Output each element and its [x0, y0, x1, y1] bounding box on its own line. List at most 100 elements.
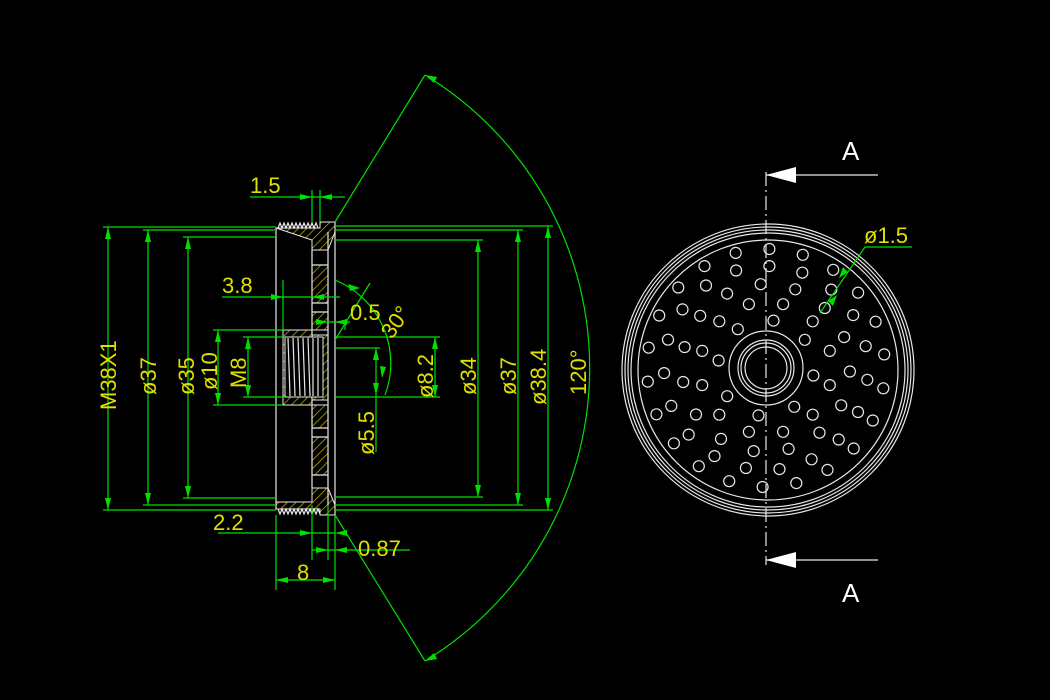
perforation-hole — [767, 314, 780, 327]
front-view: A A ø1.5 — [621, 136, 915, 608]
perforation-hole — [742, 425, 756, 438]
dim-dia-10: ø10 — [197, 352, 222, 390]
perforation-hole — [714, 432, 728, 445]
perforation-hole — [878, 348, 891, 361]
perforation-hole — [678, 341, 691, 354]
dim-dia-8-2: ø8.2 — [413, 354, 438, 398]
perforation-hole — [692, 460, 705, 473]
perforation-hole — [788, 400, 801, 413]
dimension-arrows — [105, 194, 551, 583]
dim-dia-38-4: ø38.4 — [526, 349, 551, 405]
dim-gap-0-5: 0.5 — [350, 300, 381, 325]
perforation-hole — [677, 375, 690, 389]
perforation-hole — [721, 390, 734, 403]
perforation-hole — [723, 475, 736, 488]
extension-lines — [103, 190, 553, 590]
inner-ring — [637, 239, 899, 501]
perforation-hole — [720, 287, 734, 300]
section-label-bottom: A — [842, 578, 860, 608]
dim-offset-2-2: 2.2 — [213, 510, 244, 535]
perforation-hole — [739, 461, 753, 475]
perforation-hole — [847, 309, 860, 322]
perforation-hole — [821, 463, 834, 476]
perforation-hole — [805, 453, 818, 466]
perforation-hole — [756, 480, 769, 494]
hub-outer — [728, 330, 804, 406]
perforation-hole — [798, 333, 811, 346]
perforation-hole — [657, 367, 671, 380]
angle-30-arrows — [348, 284, 386, 378]
dim-dia-35: ø35 — [174, 357, 199, 395]
perforation-hole — [859, 340, 872, 353]
perforation-hole — [713, 408, 726, 421]
perforation-hole — [667, 437, 681, 450]
section-label-top: A — [842, 136, 860, 166]
perforation-hole — [823, 379, 836, 392]
rim-ring — [627, 229, 909, 511]
perforation-hole — [832, 433, 845, 446]
perforation-hole — [790, 477, 803, 490]
perforation-hole — [763, 242, 776, 256]
thread-lines — [287, 337, 319, 397]
perforation-hole — [866, 414, 879, 427]
perforation-hole — [851, 405, 865, 419]
perforation-hole — [729, 246, 742, 259]
dim-offset-0-87: 0.87 — [358, 536, 401, 561]
perforation-hole — [689, 408, 703, 421]
perforation-hole — [807, 369, 820, 382]
dim-width-1-5: 1.5 — [250, 173, 281, 198]
hole-leader — [819, 246, 912, 314]
dim-width-8: 8 — [297, 560, 309, 585]
section-arrow-top-icon — [766, 167, 796, 183]
hatch-plate-4 — [311, 436, 329, 476]
perforation-hole — [818, 301, 831, 315]
perforation-hole — [825, 283, 838, 296]
perforation-hole — [696, 379, 709, 392]
outer-thread-top — [277, 221, 319, 230]
perforation-hole — [708, 450, 721, 463]
dim-dia-37-right: ø37 — [496, 357, 521, 395]
outer-thread-bottom — [277, 507, 321, 516]
perforation-hole — [851, 286, 865, 299]
perforation-hole — [796, 266, 809, 279]
perforation-hole — [676, 303, 689, 316]
perforation-hole — [699, 279, 713, 292]
perforation-hole — [773, 463, 786, 476]
perforation-hole — [747, 445, 760, 458]
perforation-hole — [698, 260, 711, 273]
dim-thread-inner: M8 — [226, 357, 251, 388]
dim-dia-37-left: ø37 — [136, 357, 161, 395]
perforation-hole — [641, 375, 654, 388]
perforation-hole — [776, 425, 790, 438]
section-arrow-bottom-icon — [766, 552, 796, 568]
perforation-hole — [661, 333, 675, 346]
perforation-hole — [642, 341, 655, 354]
perforation-hole — [782, 442, 795, 455]
dim-thread-outer: M38X1 — [96, 340, 121, 410]
dim-dia-34: ø34 — [456, 357, 481, 395]
perforation-hole — [754, 278, 767, 291]
dim-depth-3-8: 3.8 — [222, 273, 253, 298]
perforation-hole — [869, 315, 882, 328]
perforation-holes — [641, 242, 891, 494]
perforation-hole — [806, 315, 819, 328]
perforation-hole — [837, 331, 851, 344]
perforation-hole — [682, 428, 695, 441]
perforation-hole — [712, 354, 725, 367]
dim-dia-5-5: ø5.5 — [354, 411, 379, 455]
hole-leader-arrows — [828, 267, 848, 306]
perforation-hole — [752, 409, 765, 422]
perforation-hole — [713, 315, 726, 328]
perforation-hole — [861, 373, 874, 386]
perforation-hole — [877, 382, 890, 395]
perforation-hole — [847, 442, 860, 455]
hatch-plate-3 — [311, 404, 329, 429]
perforation-hole — [653, 309, 666, 322]
angle-120-arc — [424, 74, 591, 662]
rim-ring — [630, 232, 906, 508]
rim-ring — [624, 226, 912, 514]
angle-120-lines — [334, 74, 426, 662]
perforation-hole — [729, 264, 743, 277]
perforation-hole — [813, 426, 826, 439]
